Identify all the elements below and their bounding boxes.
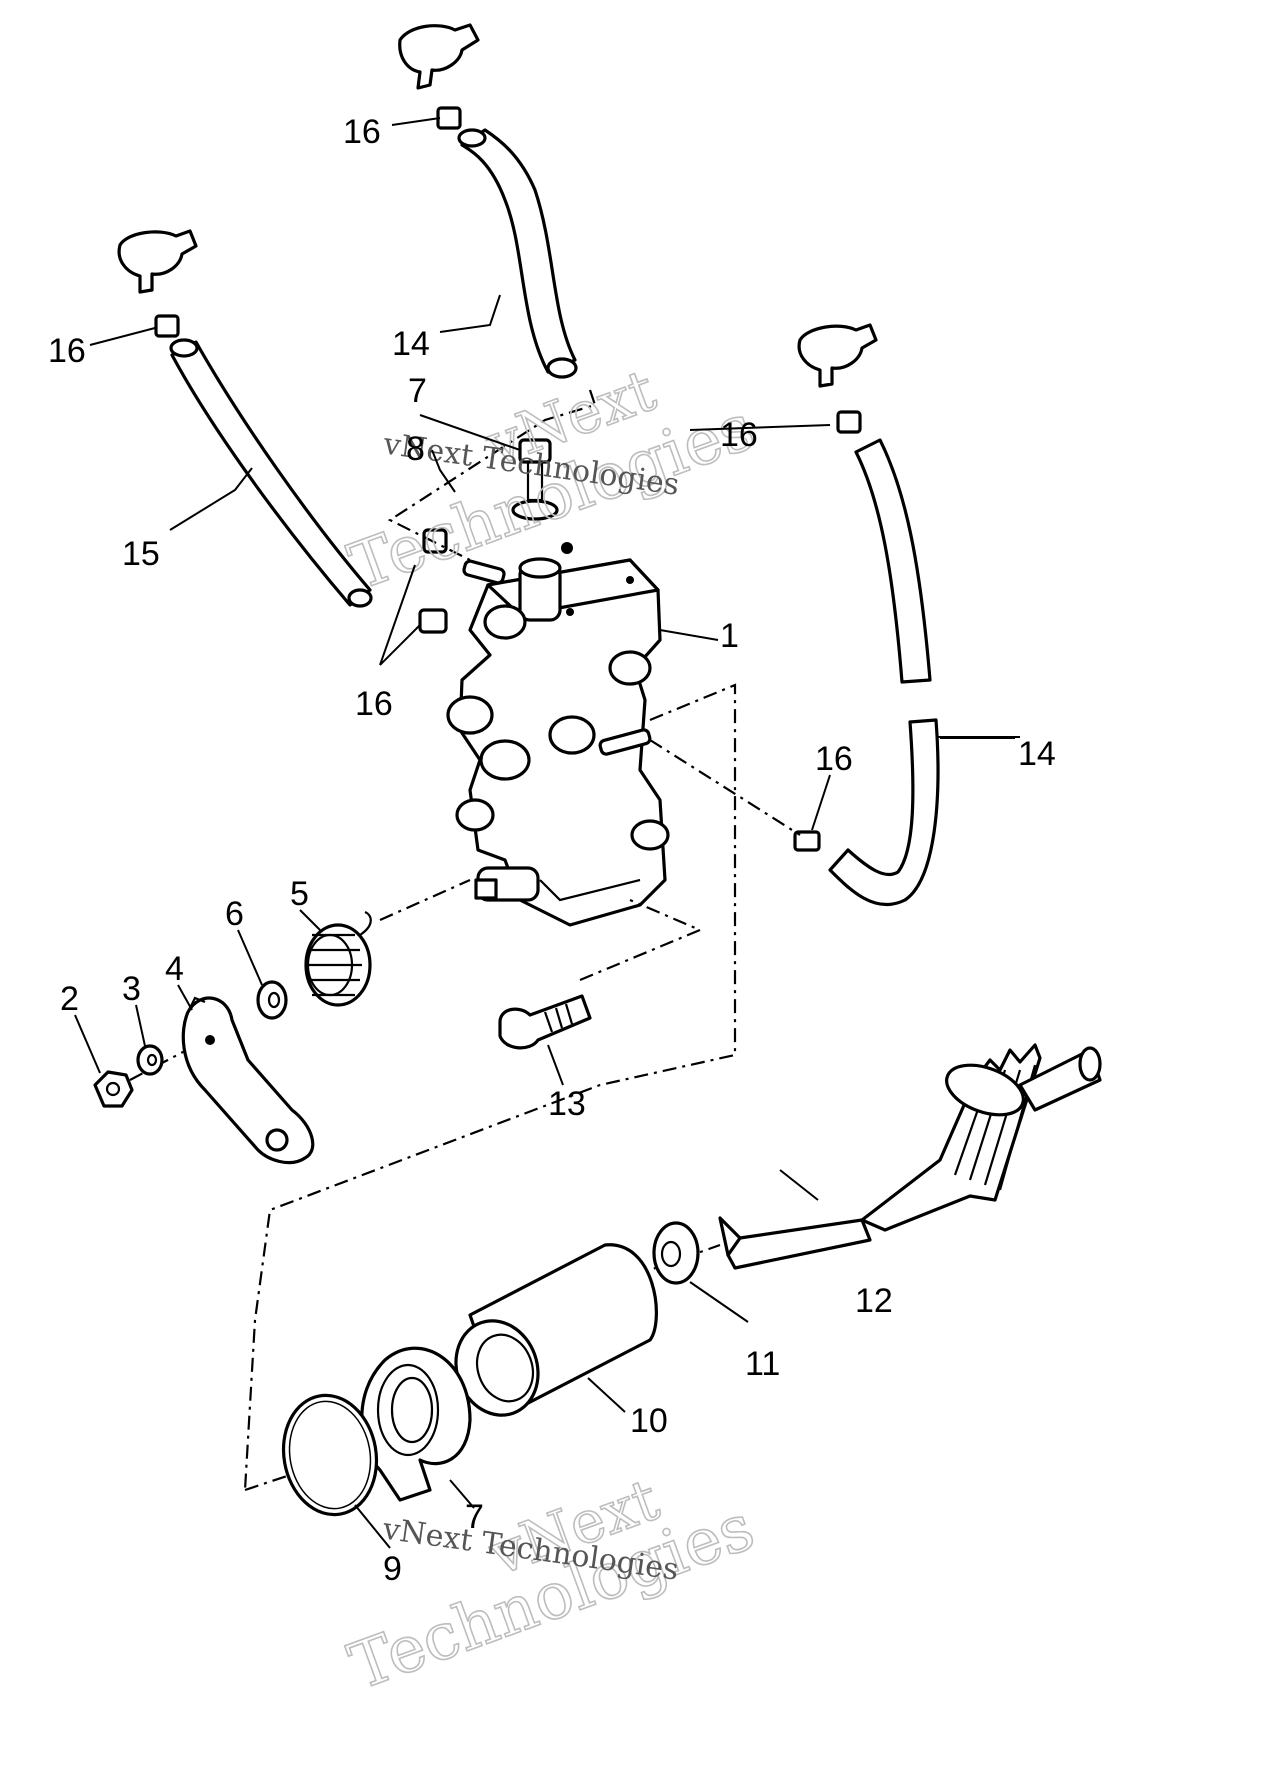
- o-ring-9: [281, 1393, 379, 1517]
- callout-2: 2: [60, 980, 79, 1018]
- center-line-right-hose: [649, 739, 801, 836]
- spring-5: [304, 910, 372, 1007]
- callout-7-lower: 7: [465, 1498, 484, 1536]
- hose-14-right-upper: [854, 438, 932, 684]
- washer-6: [256, 980, 288, 1020]
- washer-3: [136, 1044, 164, 1076]
- callout-4: 4: [165, 950, 184, 988]
- center-line-bolt13: [579, 898, 703, 982]
- callout-16-top: 16: [343, 113, 381, 151]
- callout-7-top: 7: [408, 372, 427, 410]
- callout-16-right: 16: [720, 416, 758, 454]
- center-line-spring: [379, 878, 471, 922]
- hose-14-top: [457, 128, 578, 379]
- callout-5: 5: [290, 875, 309, 913]
- shaft-12: [718, 1043, 1102, 1270]
- oil-pump-body: [418, 528, 670, 927]
- hose-15-left: [169, 338, 373, 608]
- gear-housing-7-lower: [360, 1346, 472, 1502]
- callout-11: 11: [745, 1345, 780, 1383]
- callout-14-right: 14: [1018, 735, 1056, 773]
- nut-2: [93, 1070, 134, 1108]
- sleeve-10: [454, 1243, 658, 1417]
- lever-4: [181, 996, 315, 1165]
- callout-13: 13: [548, 1085, 586, 1123]
- callout-16-mid: 16: [355, 685, 393, 723]
- callout-1: 1: [720, 617, 739, 655]
- callout-9: 9: [383, 1550, 402, 1588]
- center-line-top: [387, 389, 597, 561]
- connector-top: [398, 23, 480, 130]
- connector-left: [117, 229, 198, 338]
- callout-14-top: 14: [392, 325, 430, 363]
- callout-15: 15: [122, 535, 160, 573]
- callout-16-lower-right: 16: [815, 740, 853, 778]
- leader-lines: [74, 117, 1020, 1549]
- callout-8: 8: [406, 430, 425, 468]
- bolt-13: [498, 994, 592, 1050]
- washer-11: [652, 1221, 700, 1285]
- callout-16-left: 16: [48, 332, 86, 370]
- callout-10: 10: [630, 1402, 668, 1440]
- callout-12: 12: [855, 1282, 893, 1320]
- bolt-7-top: [511, 438, 559, 521]
- center-line-right-bracket: [243, 683, 737, 1491]
- callout-6: 6: [225, 895, 244, 933]
- hose-14-right-lower: [793, 718, 940, 907]
- connector-right: [797, 323, 878, 434]
- callout-3: 3: [122, 970, 141, 1008]
- callouts: 16 16 14 7 8 15 16 1 16 16 14 5 6 4 3 2 …: [48, 113, 1056, 1588]
